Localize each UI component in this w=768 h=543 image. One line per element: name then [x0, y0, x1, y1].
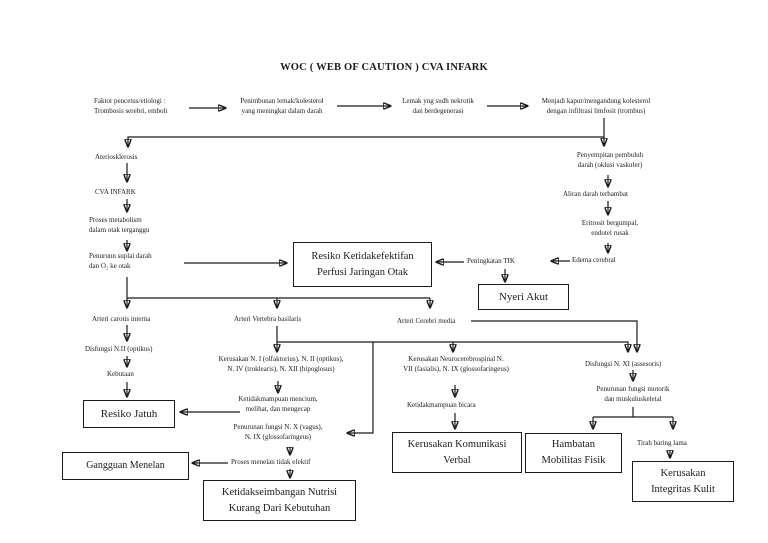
node-proses-menelan: Proses menelan tidak efektif — [231, 458, 311, 466]
node-kebutaan: Kebutaan — [107, 370, 134, 378]
node-arteri-vertebra: Arteri Vertebra basilaris — [234, 315, 302, 323]
line-motorik-branch — [593, 407, 673, 418]
node-aliran-terhambat: Aliran darah terhambat — [563, 190, 628, 198]
node-ketidakmampuan-bicara: Ketidakmampuan bicara — [407, 401, 476, 409]
diagnosis-box-ketidakseimbangan-nutrisi: Ketidakseimbangan Nutrisi Kurang Dari Ke… — [203, 480, 356, 521]
diagnosis-box-nyeri-akut: Nyeri Akut — [478, 284, 569, 310]
node-eritrosit: Eritrosit bergumpal, endotel rusak — [581, 219, 639, 237]
node-arteri-cerebri: Arteri Cerebri media — [397, 317, 456, 325]
node-proses-metabolism: Proses metabolism dalam otak terganggu — [89, 216, 150, 234]
diagnosis-box-resiko-perfusi: Resiko Ketidakefektifan Perfusi Jaringan… — [293, 242, 432, 287]
diagnosis-box-hambatan-mobilitas: Hambatan Mobilitas Fisik — [525, 433, 622, 473]
node-kerusakan-neuro: Kerusakan Neurocerebrospinal N. VII (fas… — [403, 355, 509, 373]
node-tirah-baring: Tirah baring lama — [637, 439, 687, 447]
diagnosis-box-gangguan-menelan: Gangguan Menelan — [62, 452, 189, 480]
node-penurunan-vagus: Penurunan fungsi N. X (vagus), N. IX (gl… — [233, 423, 323, 441]
arrow-kapur-aterosklerosis — [128, 136, 604, 147]
diagnosis-box-resiko-jatuh: Resiko Jatuh — [83, 400, 175, 428]
diagnosis-box-kerusakan-integritas: Kerusakan Integritas Kulit — [632, 461, 734, 502]
node-peningkatan-tik: Peningkatan TIK — [467, 257, 515, 265]
node-edema-cerebral: Edema cerebral — [572, 256, 616, 264]
node-penurunan-motorik: Penurunan fungsi motorik dan muskuluskel… — [596, 385, 670, 403]
node-kerusakan-saraf: Kerusakan N. I (olfaktorius), N. II (opt… — [218, 355, 344, 373]
node-disfungsi-n11: Disfungsi N. XI (assesoris) — [585, 360, 662, 368]
node-menjadi-kapur: Menjadi kapur/mengandung kolesterol deng… — [541, 97, 651, 115]
node-aterosklerosis: Ateriosklerosis — [95, 153, 138, 161]
arrow-trunk-penurunan-vagus — [347, 342, 374, 433]
node-etiologi: Faktor pencetus/etiologi : Trombosis ser… — [94, 97, 168, 115]
page-title: WOC ( WEB OF CAUTION ) CVA INFARK — [280, 62, 488, 73]
node-penyempitan: Penyempitan pembuluh darah (oklusi vasku… — [576, 151, 644, 169]
arrow-cerebri-disfungsi-n11 — [471, 320, 637, 352]
node-lemak-nekrotik: Lemak yng sudh nekrotik dan berdegeneras… — [402, 97, 474, 115]
node-cva-infark: CVA INFARK — [95, 188, 136, 196]
node-penurunan-suplai: Penurunn suplai darah dan O₂ ke otak — [89, 252, 152, 270]
node-penimbunan: Penimbunan lemak/kolesterol yang meningk… — [240, 97, 324, 115]
node-arteri-carotis: Arteri carotis interna — [92, 315, 151, 323]
node-disfungsi-n2: Disfungsi N.II (optikus) — [85, 345, 153, 353]
node-ketidakmampuan-mencium: Ketidakmampuan mencium, melihat, dan men… — [238, 395, 318, 413]
diagnosis-box-kerusakan-komunikasi: Kerusakan Komunikasi Verbal — [392, 432, 522, 473]
